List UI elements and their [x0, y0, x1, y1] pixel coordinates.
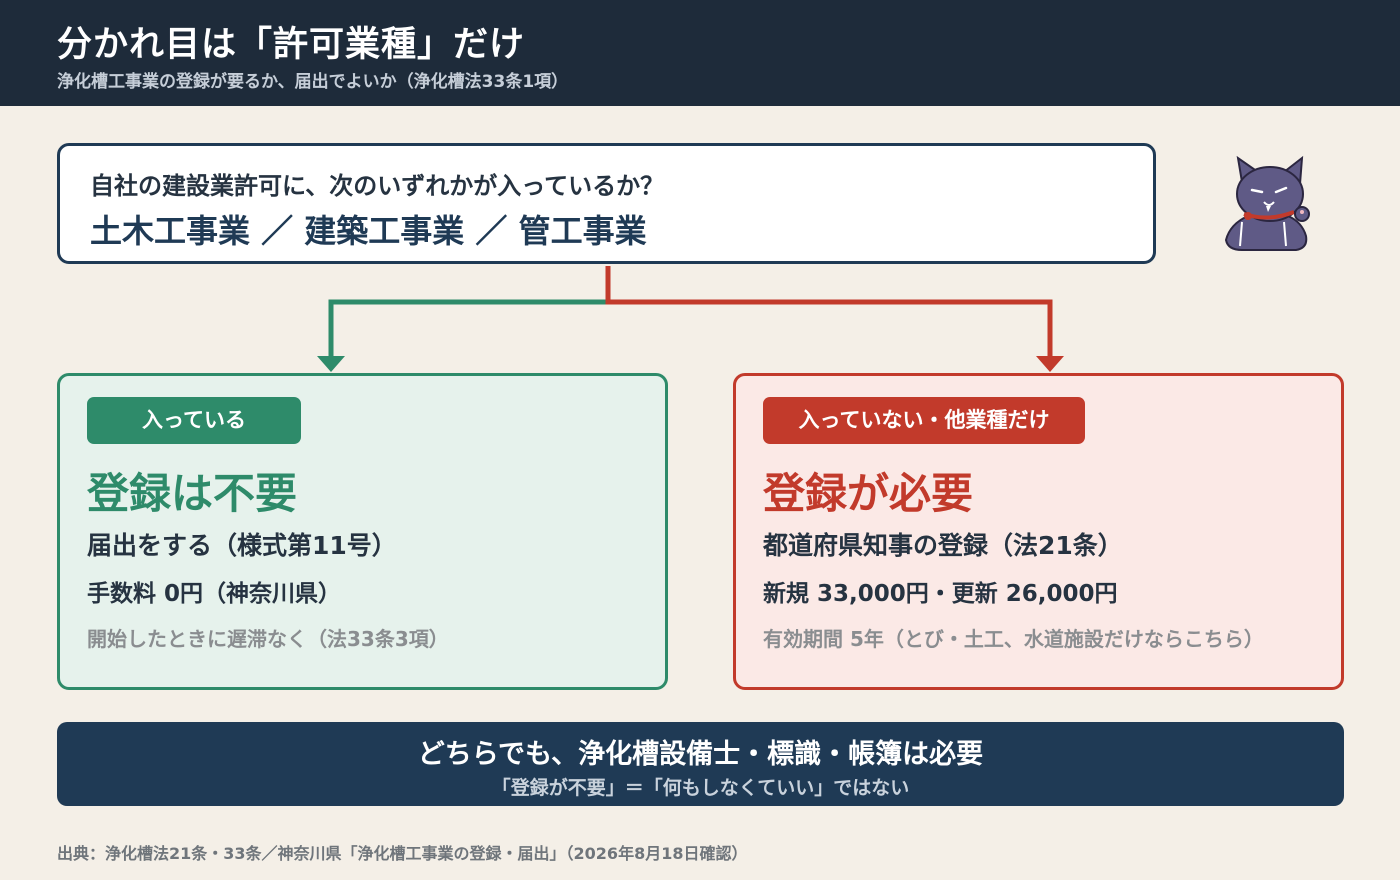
header: 分かれ目は「許可業種」だけ 浄化槽工事業の登録が要るか、届出でよいか（浄化槽法3… — [0, 0, 1400, 106]
summary-banner: どちらでも、浄化槽設備士・標識・帳簿は必要 「登録が不要」＝「何もしなくていい」… — [57, 722, 1344, 806]
source-citation: 出典：浄化槽法21条・33条／神奈川県「浄化槽工事業の登録・届出」（2026年8… — [57, 844, 748, 863]
no-arrowhead — [1036, 356, 1064, 372]
registration-validity: 有効期間 5年（とび・土工、水道施設だけならこちら） — [763, 627, 1264, 651]
registration-fees: 新規 33,000円・更新 26,000円 — [763, 581, 1118, 607]
yes-connector — [328, 266, 611, 360]
page-title: 分かれ目は「許可業種」だけ — [57, 25, 526, 65]
yes-arrowhead — [317, 356, 345, 372]
banner-main-text: どちらでも、浄化槽設備士・標識・帳簿は必要 — [417, 739, 984, 770]
notification-form: 届出をする（様式第11号） — [87, 531, 397, 560]
question-options: 土木工事業 ／ 建築工事業 ／ 管工事業 — [90, 212, 647, 250]
registration-authority: 都道府県知事の登録（法21条） — [763, 531, 1123, 560]
yes-badge: 入っている — [87, 397, 301, 444]
question-text: 自社の建設業許可に、次のいずれかが入っているか？ — [90, 172, 665, 200]
no-connector — [605, 266, 1053, 360]
notification-fee: 手数料 0円（神奈川県） — [87, 581, 342, 607]
registration-required-headline: 登録が必要 — [763, 469, 974, 518]
page-subtitle: 浄化槽工事業の登録が要るか、届出でよいか（浄化槽法33条1項） — [57, 72, 569, 92]
registration-required-box: 入っていない・他業種だけ 登録が必要 都道府県知事の登録（法21条） 新規 33… — [733, 373, 1344, 690]
banner-sub-text: 「登録が不要」＝「何もしなくていい」ではない — [491, 777, 910, 799]
cat-mascot-icon — [1224, 155, 1310, 251]
notification-timing: 開始したときに遅滞なく（法33条3項） — [87, 627, 449, 651]
no-registration-box: 入っている 登録は不要 届出をする（様式第11号） 手数料 0円（神奈川県） 開… — [57, 373, 668, 690]
no-registration-headline: 登録は不要 — [87, 469, 298, 518]
no-badge: 入っていない・他業種だけ — [763, 397, 1085, 444]
question-box: 自社の建設業許可に、次のいずれかが入っているか？ 土木工事業 ／ 建築工事業 ／… — [57, 143, 1156, 264]
